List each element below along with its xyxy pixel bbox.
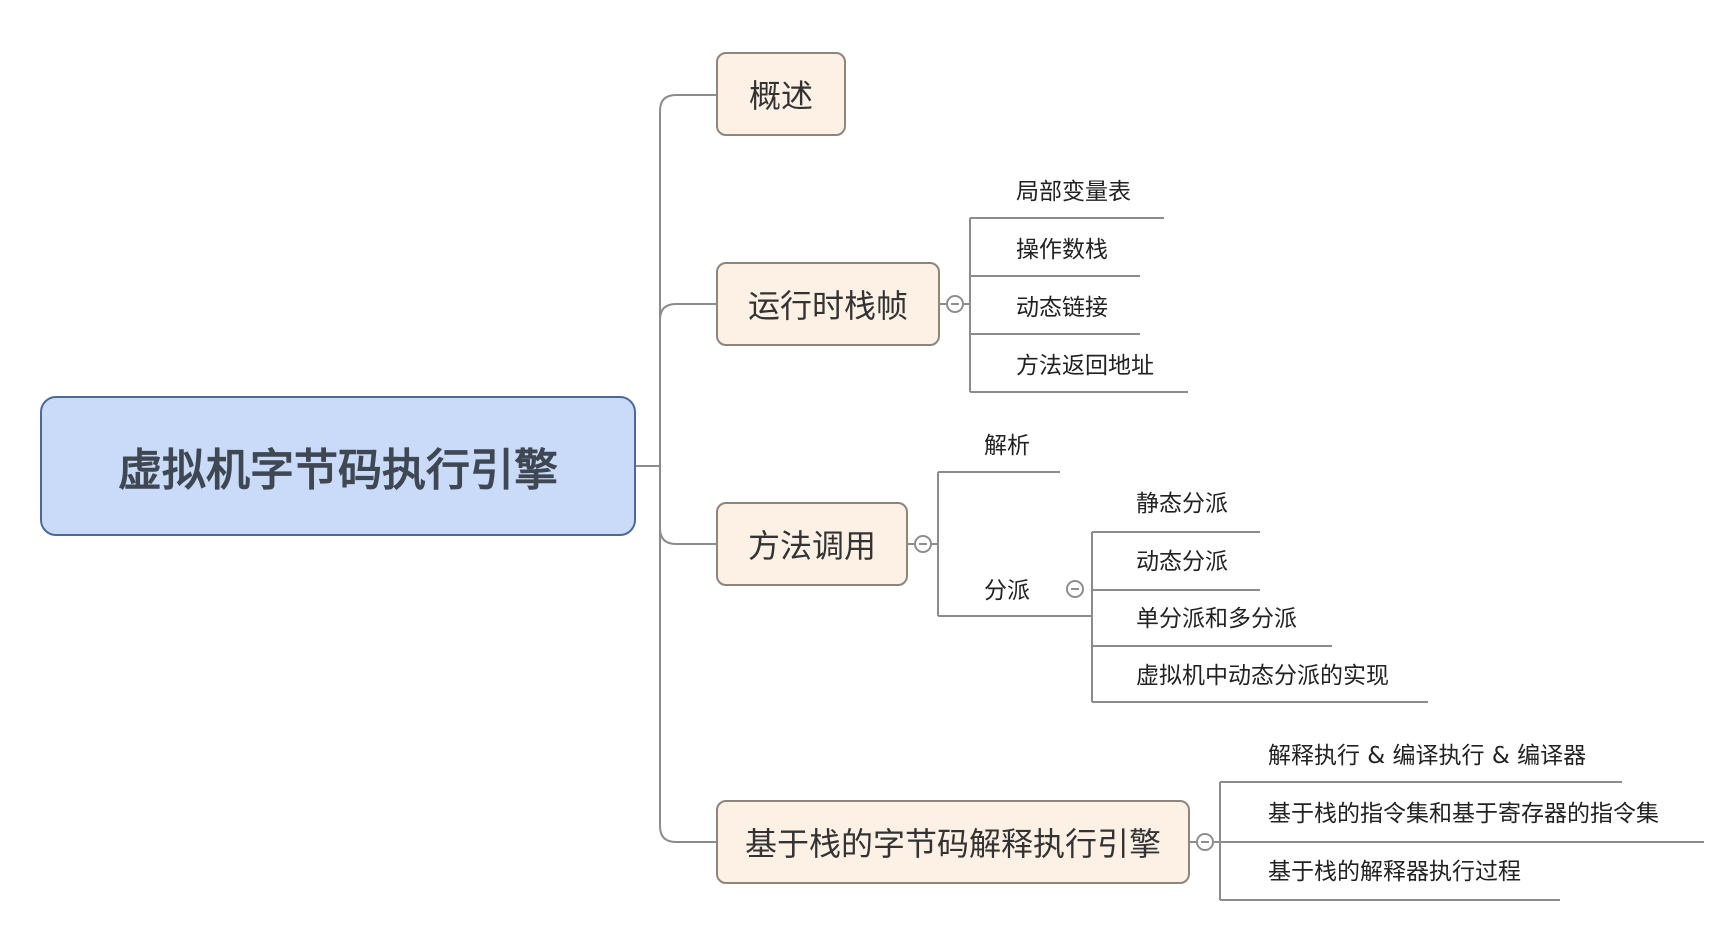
topic-stack-based-interpreter[interactable]: 基于栈的字节码解释执行引擎 <box>716 800 1190 884</box>
subtopic-interpret-compile[interactable]: 解释执行 & 编译执行 & 编译器 <box>1268 743 1587 769</box>
topic-overview[interactable]: 概述 <box>716 52 846 136</box>
topic-method-invocation[interactable]: 方法调用 <box>716 502 908 586</box>
subtopic-single-multi-dispatch[interactable]: 单分派和多分派 <box>1136 606 1297 632</box>
collapse-toggle-icon[interactable] <box>914 535 932 553</box>
collapse-toggle-icon[interactable] <box>1196 833 1214 851</box>
subtopic-interpreter-process[interactable]: 基于栈的解释器执行过程 <box>1268 859 1521 885</box>
collapse-toggle-icon[interactable] <box>1066 580 1084 598</box>
subtopic-return-address[interactable]: 方法返回地址 <box>1016 353 1154 379</box>
subtopic-dynamic-dispatch[interactable]: 动态分派 <box>1136 549 1228 575</box>
subtopic-operand-stack[interactable]: 操作数栈 <box>1016 237 1108 263</box>
topic-runtime-stack-frame[interactable]: 运行时栈帧 <box>716 262 940 346</box>
subtopic-instruction-sets[interactable]: 基于栈的指令集和基于寄存器的指令集 <box>1268 801 1659 827</box>
subtopic-resolution[interactable]: 解析 <box>984 433 1030 459</box>
collapse-toggle-icon[interactable] <box>946 295 964 313</box>
root-topic[interactable]: 虚拟机字节码执行引擎 <box>40 396 636 536</box>
subtopic-dynamic-linking[interactable]: 动态链接 <box>1016 295 1108 321</box>
subtopic-local-variable-table[interactable]: 局部变量表 <box>1016 179 1131 205</box>
subtopic-dispatch[interactable]: 分派 <box>984 578 1030 604</box>
subtopic-static-dispatch[interactable]: 静态分派 <box>1136 491 1228 517</box>
subtopic-vm-dynamic-dispatch-impl[interactable]: 虚拟机中动态分派的实现 <box>1136 663 1389 689</box>
